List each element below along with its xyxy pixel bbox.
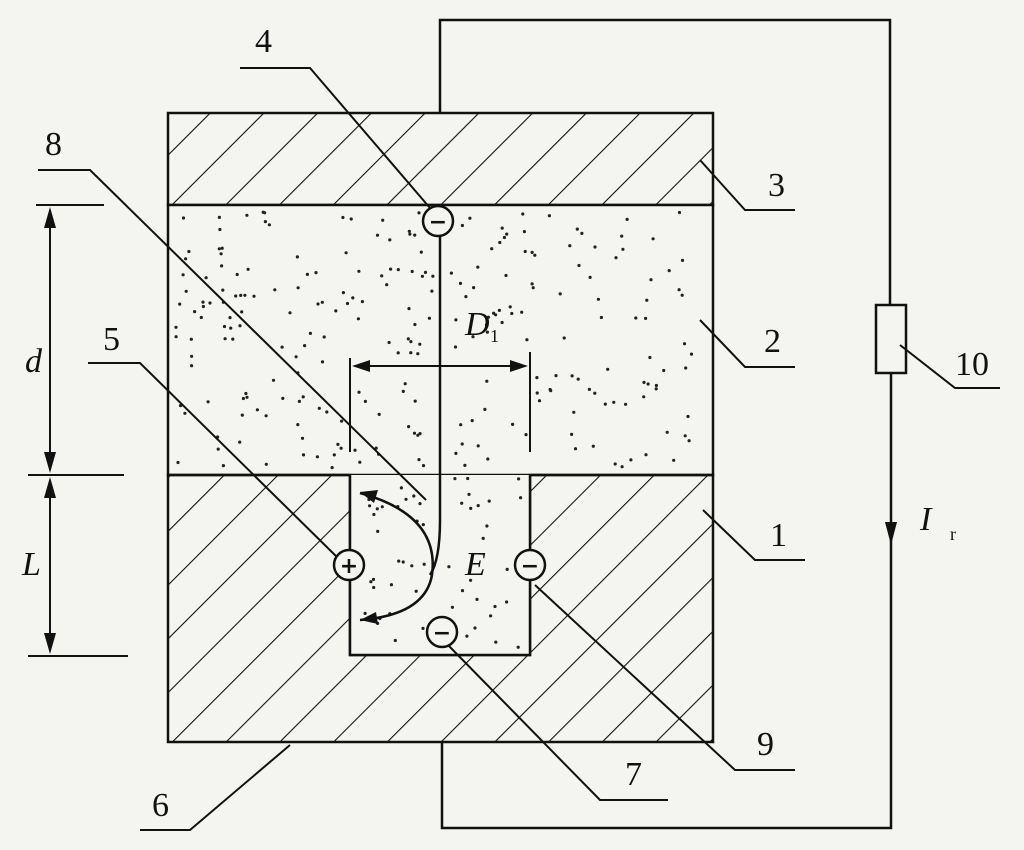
label-6: 6 [152, 787, 169, 824]
dim-L-arrow-up [44, 477, 56, 498]
resistor-10 [874, 303, 908, 375]
leader-4 [240, 67, 431, 209]
label-D1: D [464, 306, 490, 343]
charge-left-positive: + [332, 548, 366, 582]
svg-text:+: + [340, 554, 358, 579]
label-9: 9 [757, 726, 774, 763]
label-10: 10 [955, 346, 989, 383]
label-2: 2 [764, 323, 781, 360]
svg-text:−: − [433, 621, 451, 646]
label-7: 7 [625, 756, 642, 793]
label-Ir-subscript: r [950, 524, 956, 544]
label-4: 4 [255, 23, 272, 60]
svg-text:−: − [521, 554, 539, 579]
external-circuit-bottom [440, 373, 893, 830]
charge-bottom: − [425, 615, 459, 649]
field-arrow-bottom [360, 612, 378, 624]
leader-5 [88, 362, 341, 561]
field-arrow-top [360, 490, 378, 503]
leader-8 [38, 169, 427, 501]
leader-9 [534, 584, 795, 771]
label-1: 1 [770, 517, 787, 554]
leader-6 [140, 744, 291, 831]
label-E: E [464, 546, 486, 583]
external-circuit-top [438, 18, 892, 305]
charge-top: − [421, 204, 455, 238]
label-3: 3 [768, 167, 785, 204]
label-D1-subscript: 1 [490, 326, 499, 346]
charge-right: − [513, 548, 547, 582]
leader-1 [702, 509, 805, 561]
dim-d-arrow-down [44, 452, 56, 473]
label-Ir: I [919, 501, 933, 538]
d1-arrow-left [352, 360, 370, 372]
leader-3 [699, 159, 795, 211]
leader-2 [699, 319, 795, 368]
current-arrow [885, 522, 897, 545]
label-L: L [21, 546, 41, 583]
leader-10 [899, 344, 1000, 389]
top-hatched-plate [166, 111, 715, 207]
label-8: 8 [45, 126, 62, 163]
leader-7 [447, 644, 668, 801]
label-d: d [25, 343, 43, 380]
svg-text:−: − [429, 210, 447, 235]
slot-dots [363, 476, 523, 649]
label-5: 5 [103, 321, 120, 358]
d1-arrow-right [510, 360, 528, 372]
field-curve [359, 491, 434, 622]
dim-d-arrow-up [44, 207, 56, 228]
dim-L-arrow-down [44, 633, 56, 654]
